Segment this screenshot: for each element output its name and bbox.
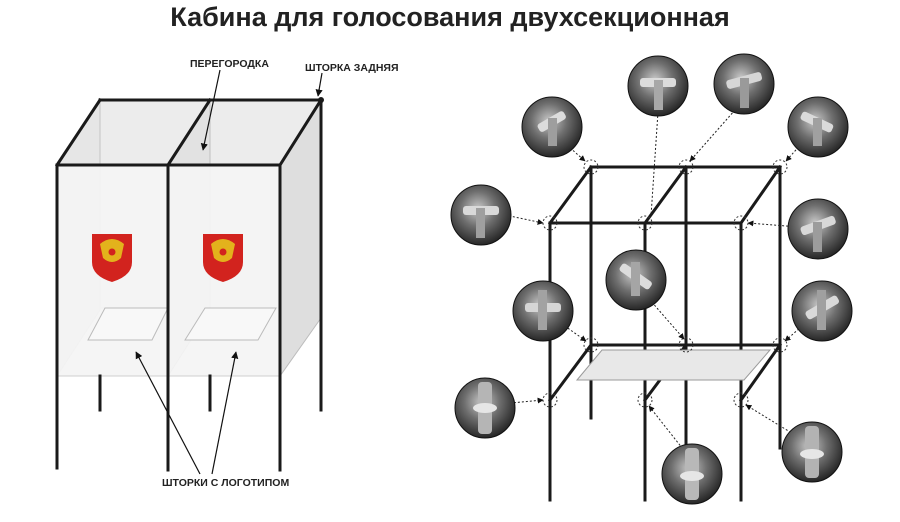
- connector-detail-icon: [454, 377, 516, 439]
- booth-drawing: [54, 69, 324, 475]
- label-back-curtain: ШТОРКА ЗАДНЯЯ: [305, 62, 399, 74]
- page-title: Кабина для голосования двухсекционная: [170, 2, 730, 32]
- connector-detail-icon: [791, 280, 853, 342]
- connector-detail-icon: [627, 55, 689, 117]
- connector-detail-icon: [521, 96, 583, 158]
- frame-structure: [547, 164, 783, 502]
- writing-shelf-right: [184, 307, 277, 341]
- connector-detail-icons: [450, 53, 853, 505]
- connector-detail-icon: [713, 53, 775, 115]
- label-logo-curtains: ШТОРКИ С ЛОГОТИПОМ: [162, 477, 290, 489]
- connector-detail-icon: [450, 184, 512, 246]
- connector-detail-icon: [787, 198, 849, 260]
- booth-frame: [54, 97, 324, 472]
- label-partition: ПЕРЕГОРОДКА: [190, 58, 269, 70]
- connector-detail-icon: [661, 443, 723, 505]
- coat-of-arms-icon: [203, 234, 243, 282]
- callout-arrows: [135, 69, 323, 475]
- frame-shelf: [575, 349, 772, 381]
- connector-detail-icon: [605, 249, 667, 311]
- coat-of-arms-icon: [92, 234, 132, 282]
- connector-detail-icon: [781, 421, 843, 483]
- joint-markers: [542, 159, 788, 408]
- connector-detail-icon: [787, 96, 849, 158]
- connector-detail-icon: [512, 280, 574, 342]
- frame-drawing: [450, 53, 853, 505]
